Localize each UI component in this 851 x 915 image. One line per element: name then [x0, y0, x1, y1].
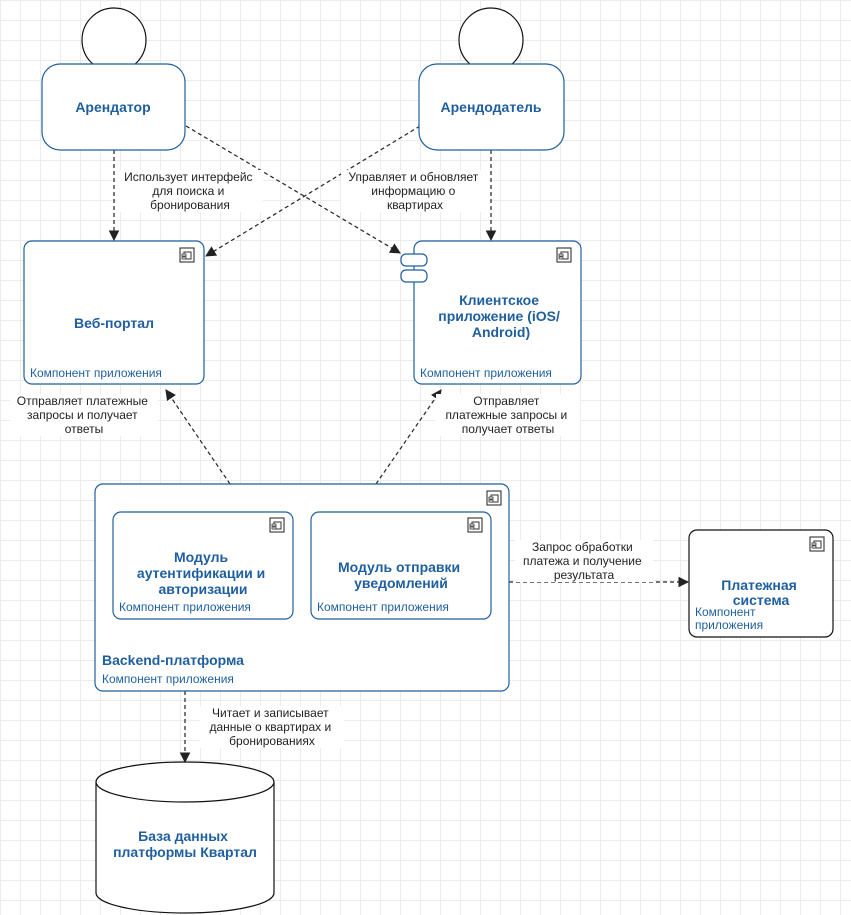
- backend-title: Backend-платформа: [102, 652, 244, 668]
- component-icon: [179, 247, 195, 263]
- actor-tenant[interactable]: Арендатор: [41, 7, 186, 151]
- actor-body: [41, 63, 186, 151]
- backend-type: Компонент приложения: [102, 672, 234, 686]
- web-portal-title: Веб-портал: [74, 315, 154, 331]
- edge-label-backend-to-payment: Запрос обработки платежа и получение рез…: [515, 540, 653, 582]
- edge-label-backend-to-web: Отправляет платежные запросы и получает …: [10, 394, 158, 436]
- svg-text:Отправляет платежные з: Отправляет платежные запросы и получает …: [17, 394, 152, 436]
- component-web-portal[interactable]: Веб-портал Компонент приложения: [23, 240, 205, 385]
- notify-module-title: Модуль отправки уведомлений: [338, 559, 464, 591]
- component-auth-module[interactable]: Модуль аутентификации и авторизации Комп…: [112, 511, 294, 620]
- edge-backend-to-web: [165, 389, 231, 485]
- component-icon: [486, 490, 502, 506]
- actor-tenant-label: Арендатор: [75, 99, 150, 115]
- component-icon: [809, 536, 825, 552]
- edge-label-landlord-to-app: Управляет и обновляет информацию о кварт…: [341, 170, 489, 212]
- edge-labels: Использует интерфейс для поиска и бронир…: [10, 170, 653, 748]
- component-icon: [467, 517, 483, 533]
- svg-text:Управляет и обновляет: Управляет и обновляет информацию о кварт…: [348, 170, 481, 212]
- component-port-top: [400, 253, 428, 267]
- component-client-app[interactable]: Клиентское приложение (iOS/ Android) Ком…: [400, 240, 582, 385]
- edge-label-backend-to-db: Читает и записывает данные о квартирах и…: [200, 706, 344, 748]
- actor-head: [458, 7, 524, 73]
- svg-text:Читает и записывает да: Читает и записывает данные о квартирах и…: [209, 706, 334, 748]
- database-body: [95, 782, 275, 914]
- client-app-type: Компонент приложения: [420, 366, 552, 380]
- actor-landlord-label: Арендодатель: [441, 99, 542, 115]
- payment-system-title: Платежная система: [721, 577, 800, 608]
- edge-backend-to-app: [375, 389, 442, 485]
- svg-text:Использует интерфейс д: Использует интерфейс для поиска и бронир…: [124, 170, 256, 212]
- actor-landlord[interactable]: Арендодатель: [418, 7, 565, 151]
- component-payment-system[interactable]: Платежная система Компонент приложения: [688, 529, 834, 638]
- auth-module-title: Модуль аутентификации и авторизации: [137, 549, 269, 597]
- web-portal-type: Компонент приложения: [30, 366, 162, 380]
- svg-text:Запрос обработки плате: Запрос обработки платежа и получение рез…: [523, 540, 645, 582]
- notify-module-type: Компонент приложения: [317, 600, 449, 614]
- component-icon: [269, 517, 285, 533]
- component-notify-module[interactable]: Модуль отправки уведомлений Компонент пр…: [310, 511, 492, 620]
- component-icon: [556, 247, 572, 263]
- auth-module-type: Компонент приложения: [119, 600, 251, 614]
- database-cylinder[interactable]: База данных платформы Квартал: [95, 761, 275, 914]
- edge-label-tenant-to-web: Использует интерфейс для поиска и бронир…: [117, 170, 263, 212]
- component-port-bottom: [400, 269, 428, 283]
- edge-label-backend-to-app: Отправляет платежные запросы и получает …: [436, 394, 580, 436]
- payment-system-type: Компонент приложения: [695, 605, 763, 632]
- database-title: База данных платформы Квартал: [113, 828, 257, 860]
- svg-text:Отправляет платежные з: Отправляет платежные запросы и получает …: [445, 394, 570, 436]
- client-app-title: Клиентское приложение (iOS/ Android): [438, 292, 564, 340]
- actor-head: [81, 7, 147, 73]
- actor-body: [418, 63, 565, 151]
- database-top: [95, 761, 275, 803]
- component-backend[interactable]: Backend-платформа Компонент приложения М…: [94, 483, 510, 692]
